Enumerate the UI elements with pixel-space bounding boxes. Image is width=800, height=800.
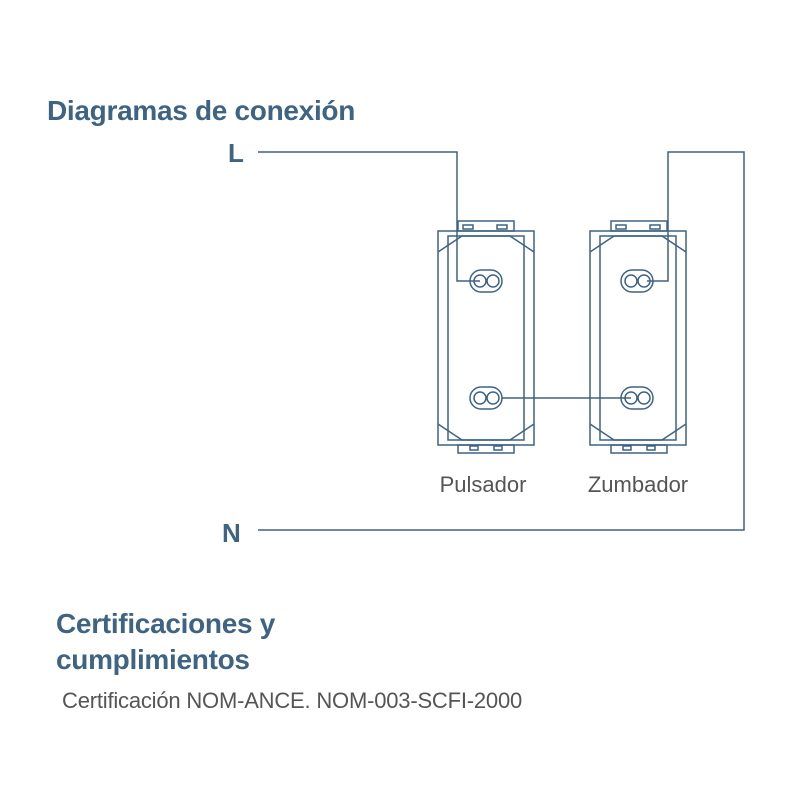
buzzer-device (589, 220, 687, 454)
certifications-title: Certificaciones y cumplimientos (56, 608, 275, 675)
buzzer-label: Zumbador (588, 472, 688, 497)
wire-line (258, 151, 480, 282)
diagram-title: Diagramas de conexión (47, 95, 356, 126)
push-button-label: Pulsador (440, 472, 527, 497)
line-label: L (228, 138, 244, 168)
neutral-label: N (222, 518, 241, 548)
push-button-device (437, 220, 535, 454)
certifications-text: Certificación NOM-ANCE. NOM-003-SCFI-200… (62, 688, 523, 713)
wire-neutral (258, 151, 745, 531)
